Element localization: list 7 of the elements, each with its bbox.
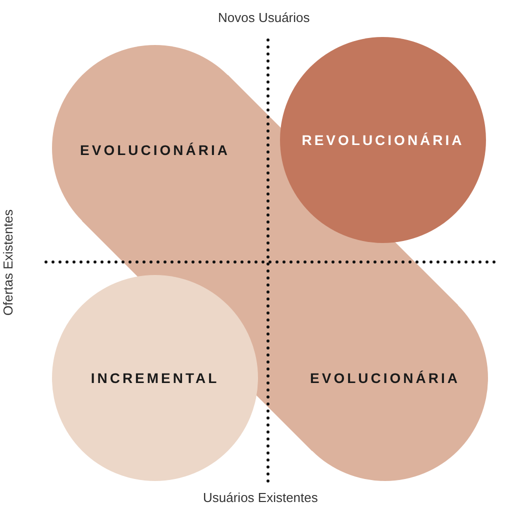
axis-label: Usuários Existentes <box>203 490 318 505</box>
quadrant-label: INCREMENTAL <box>90 370 220 386</box>
quadrant-label: EVOLUCIONÁRIA <box>310 370 460 386</box>
quadrant-label: EVOLUCIONÁRIA <box>80 142 230 158</box>
axis-label: Novos Usuários <box>218 10 310 25</box>
axis-label: Ofertas Existentes <box>0 209 16 316</box>
quadrant-label: REVOLUCIONÁRIA <box>302 132 464 148</box>
